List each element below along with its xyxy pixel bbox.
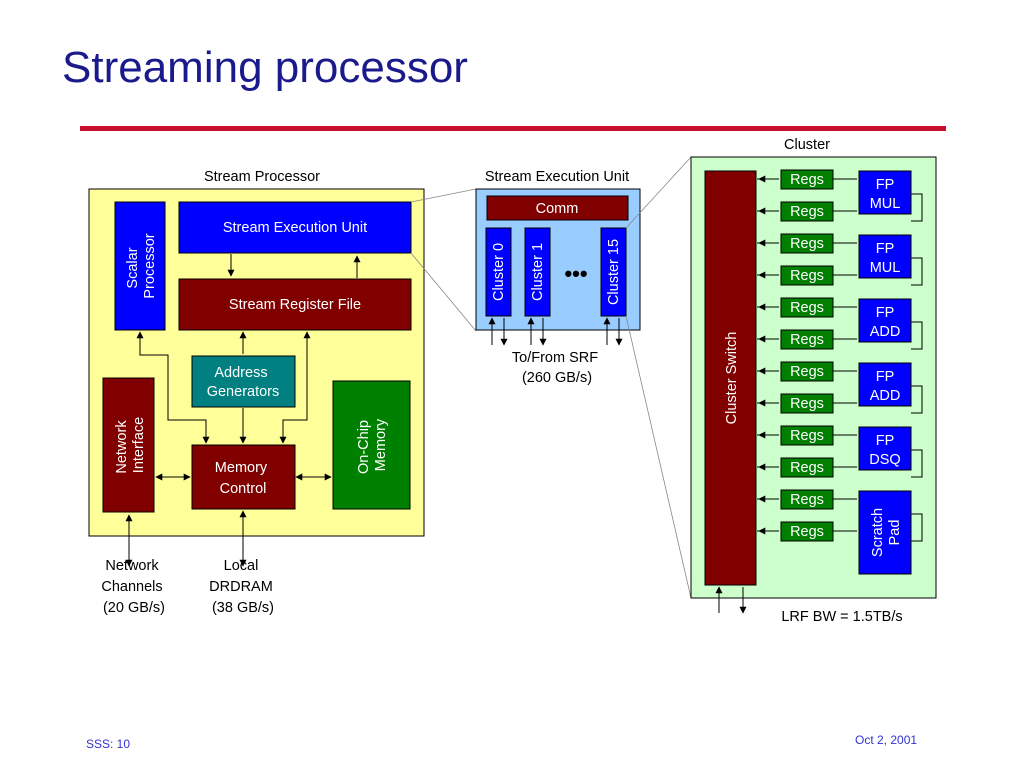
fp-unit-block bbox=[858, 234, 912, 279]
regs-label: Regs bbox=[790, 364, 824, 380]
on-chip-memory-block bbox=[332, 380, 411, 510]
cluster-wires bbox=[757, 175, 923, 542]
network-interface-label: Network Interface bbox=[114, 416, 147, 473]
regs-block bbox=[780, 489, 834, 510]
cluster-ellipsis: ••• bbox=[564, 261, 587, 286]
fp-unit-block bbox=[858, 426, 912, 471]
regs-block bbox=[780, 521, 834, 542]
local-drdram-caption: Local DRDRAM (38 GB/s) bbox=[209, 558, 277, 616]
srf-to-memory-control-arrow bbox=[279, 331, 311, 444]
regs-label: Regs bbox=[790, 172, 824, 188]
regs-block bbox=[780, 169, 834, 190]
scalar-processor-block bbox=[114, 201, 166, 331]
title-rule bbox=[80, 126, 946, 131]
address-generators-label: Address Generators bbox=[207, 365, 280, 400]
on-chip-memory-label: On-Chip Memory bbox=[356, 416, 389, 474]
regs-label: Regs bbox=[790, 492, 824, 508]
cluster-0-label: Cluster 0 bbox=[491, 243, 507, 301]
cluster-panel-label: Cluster bbox=[784, 137, 830, 153]
regs-block bbox=[780, 425, 834, 446]
regs-block bbox=[780, 201, 834, 222]
slide-number: SSS: 10 bbox=[86, 737, 131, 751]
cluster-0-block bbox=[485, 227, 512, 317]
regs-block bbox=[780, 265, 834, 286]
regs-block bbox=[780, 297, 834, 318]
cluster-1-label: Cluster 1 bbox=[530, 243, 546, 301]
fp-unit-block bbox=[858, 362, 912, 407]
cluster-1-block bbox=[524, 227, 551, 317]
fp-unit-block bbox=[858, 298, 912, 343]
stream-processor-label: Stream Processor bbox=[204, 169, 320, 185]
regs-block bbox=[780, 361, 834, 382]
cluster-switch-label: Cluster Switch bbox=[724, 332, 740, 425]
stream-execution-unit-block bbox=[178, 201, 412, 254]
regs-label: Regs bbox=[790, 524, 824, 540]
slide-title: Streaming processor bbox=[62, 43, 468, 92]
stream-processor-connectors bbox=[125, 254, 361, 567]
stream-register-file-block bbox=[178, 278, 412, 331]
regs-label: Regs bbox=[790, 396, 824, 412]
slide-date: Oct 2, 2001 bbox=[855, 733, 918, 747]
regs-block bbox=[780, 233, 834, 254]
memory-control-block bbox=[191, 444, 296, 510]
scalar-processor-label: Scalar Processor bbox=[125, 233, 158, 298]
zoom-lines-seu bbox=[410, 188, 477, 332]
cluster-15-block bbox=[600, 227, 627, 317]
memory-control-label: Memory Control bbox=[215, 460, 271, 497]
cluster-15-label: Cluster 15 bbox=[606, 239, 622, 305]
comm-label: Comm bbox=[536, 201, 579, 217]
regs-label: Regs bbox=[790, 268, 824, 284]
address-generators-block bbox=[191, 355, 296, 408]
regs-label: Regs bbox=[790, 460, 824, 476]
srf-bandwidth-caption: To/From SRF (260 GB/s) bbox=[512, 350, 602, 386]
seu-panel-label: Stream Execution Unit bbox=[485, 169, 629, 185]
scratch-pad-label: ScratchPad bbox=[870, 508, 903, 557]
regs-label: Regs bbox=[790, 204, 824, 220]
regs-label: Regs bbox=[790, 300, 824, 316]
regs-label: Regs bbox=[790, 236, 824, 252]
zoom-lines-cluster bbox=[625, 156, 692, 599]
comm-block bbox=[486, 195, 629, 221]
fp-unit-block bbox=[858, 170, 912, 215]
stream-execution-unit-label: Stream Execution Unit bbox=[223, 220, 367, 236]
regs-label: Regs bbox=[790, 428, 824, 444]
cluster-switch-block bbox=[704, 170, 757, 586]
scalar-to-memory-control-arrow bbox=[136, 331, 210, 444]
scratch-pad-block bbox=[858, 490, 912, 575]
regs-block bbox=[780, 457, 834, 478]
stream-register-file-label: Stream Register File bbox=[229, 297, 361, 313]
lrf-bandwidth-caption: LRF BW = 1.5TB/s bbox=[781, 609, 902, 625]
regs-block bbox=[780, 329, 834, 350]
regs-block bbox=[780, 393, 834, 414]
seu-cluster-connectors bbox=[488, 317, 623, 346]
network-channels-caption: Network Channels (20 GB/s) bbox=[101, 558, 166, 616]
network-interface-block bbox=[102, 377, 155, 513]
regs-label: Regs bbox=[790, 332, 824, 348]
cluster-io-connectors bbox=[715, 586, 747, 614]
